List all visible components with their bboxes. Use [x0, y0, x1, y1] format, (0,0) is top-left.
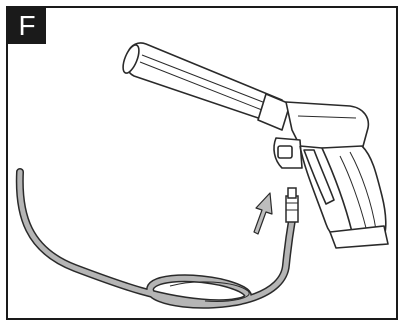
panel-label: F — [8, 8, 46, 44]
spray-gun-icon — [122, 42, 389, 249]
arrow-up-right-icon — [253, 192, 273, 235]
hose-icon — [15, 168, 299, 309]
